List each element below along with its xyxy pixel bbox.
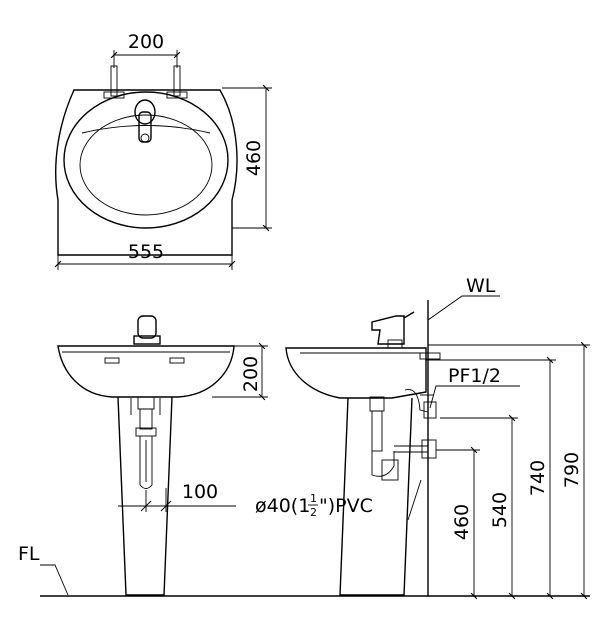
basin-front xyxy=(57,345,235,398)
dim-waste-height-label: 460 xyxy=(451,504,473,540)
waste-pipe-prefix: ø40(1 xyxy=(255,495,310,517)
waste-pipe-frac-num: 1 xyxy=(310,492,317,505)
basin-bowl xyxy=(79,114,213,216)
top-view: 200 460 555 xyxy=(54,31,272,270)
floor-leader: FL xyxy=(18,543,69,596)
basin-rim xyxy=(63,91,229,229)
dim-overall-height-label: 790 xyxy=(561,452,583,488)
dim-basin-depth-label: 460 xyxy=(243,140,265,176)
side-view: WL xyxy=(255,275,590,600)
trap-side xyxy=(369,396,437,481)
dim-supply-height-label: 540 xyxy=(489,492,511,528)
wall-leader: WL xyxy=(427,275,500,321)
tap-top xyxy=(134,99,156,143)
dim-tap-spacing-label: 200 xyxy=(128,31,164,53)
pedestal-front xyxy=(117,396,173,596)
tap-side xyxy=(371,311,415,349)
pedestal-side xyxy=(339,397,413,596)
supply-valve xyxy=(404,388,437,419)
bowl-back-edge xyxy=(81,125,211,134)
wall-label: WL xyxy=(466,275,496,297)
dim-basin-depth: 460 xyxy=(222,84,272,232)
dim-basin-height-label: 200 xyxy=(240,356,262,392)
dim-basin-width-label: 555 xyxy=(128,241,164,263)
supply-leader: PF1/2 xyxy=(429,365,520,409)
front-view: 200 100 FL xyxy=(18,315,590,597)
supply-label: PF1/2 xyxy=(448,365,501,387)
dim-heights: 460 540 740 790 xyxy=(426,341,590,600)
dim-rim-height-label: 740 xyxy=(527,460,549,496)
waste-pipe-label: ø40(1 1 2 ")PVC xyxy=(255,479,422,521)
overflow-left xyxy=(104,357,120,364)
tap-supply-lines xyxy=(103,65,188,99)
trap-front xyxy=(130,396,161,489)
overflow-right xyxy=(169,357,185,364)
waste-pipe-frac-den: 2 xyxy=(310,506,317,519)
tap-front xyxy=(133,315,161,345)
dim-basin-height: 200 xyxy=(212,342,268,401)
dim-basin-width: 555 xyxy=(54,241,236,270)
basin-side xyxy=(285,347,427,399)
dim-tap-spacing: 200 xyxy=(110,31,181,68)
waste-pipe-suffix: ")PVC xyxy=(319,495,373,517)
floor-label: FL xyxy=(18,543,40,565)
dim-trap-offset-label: 100 xyxy=(182,481,218,503)
dim-trap-offset: 100 xyxy=(118,481,236,512)
wall-bracket xyxy=(419,352,441,360)
